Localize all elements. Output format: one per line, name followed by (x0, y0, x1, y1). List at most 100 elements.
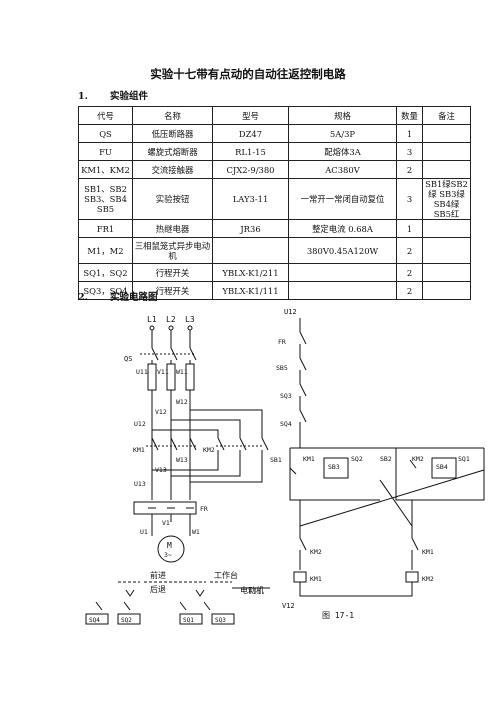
table-cell (422, 263, 471, 282)
header-note: 备注 (422, 106, 471, 125)
table-row: FR1 热继电器 JR36 整定电流 0.68A 1 (78, 219, 471, 238)
main-circuit: L1 L2 L3 QS U11 V11 W11 W12 V12 U12 KM1 … (124, 315, 269, 563)
fuse-u (147, 363, 157, 391)
table-cell: QS (78, 124, 133, 143)
circuit-diagram: L1 L2 L3 QS U11 V11 W11 W12 V12 U12 KM1 … (85, 308, 485, 625)
table-cell (212, 237, 289, 264)
label-u11: U11 (136, 368, 148, 376)
table-cell: 2 (396, 237, 423, 264)
table-cell: LAY3-11 (212, 178, 289, 220)
terminal-l1 (149, 325, 155, 331)
stop-limit-chain (299, 344, 307, 440)
table-header-row: 代号 名称 型号 规格 数量 备注 (78, 106, 471, 125)
table-cell: 1 (396, 124, 423, 143)
ctrl-km1-nc-label: KM1 (422, 548, 434, 556)
ctrl-sb5-label: SB5 (276, 364, 288, 372)
table-row: SQ1，SQ2 行程开关 YBLX-K1/211 2 (78, 263, 471, 282)
table-row: KM1、KM2 交流接触器 CJX2-9/380 AC380V 2 (78, 160, 471, 179)
ctrl-right-branch (395, 448, 485, 501)
table-cell: 实验按钮 (132, 178, 213, 220)
table-cell: 3 (396, 178, 423, 220)
table-cell (288, 281, 397, 300)
km2-interlock-branch (411, 500, 419, 570)
header-spec: 规格 (288, 106, 397, 125)
control-circuit: U12 FR SB5 SQ3 SQ4 SB1 KM1 SB3 SQ2 SB2 K… (270, 308, 485, 620)
motor-label: M (167, 541, 172, 550)
table-cell: M1，M2 (78, 237, 133, 264)
table-cell: 1 (396, 219, 423, 238)
ctrl-return-wire (299, 582, 413, 597)
section-heading-components: 1.实验组件 (78, 88, 148, 102)
km1-coil (293, 571, 307, 583)
motor-drive-label: 电动机 (240, 585, 264, 595)
table-cell: 配熔体3A (288, 142, 397, 161)
label-u12: U12 (134, 420, 146, 428)
label-u13: U13 (134, 480, 146, 488)
sq-crossover-wire-2 (379, 479, 413, 527)
table-cell: 螺旋式熔断器 (132, 142, 213, 161)
coil2-label: KM2 (422, 575, 434, 583)
ctrl-fr-label: FR (278, 338, 286, 346)
ctrl-km1-hold-label: KM1 (303, 455, 315, 463)
table-cell: 3 (396, 142, 423, 161)
ctrl-km2-hold-label: KM2 (412, 455, 424, 463)
label-w12: W12 (176, 398, 188, 406)
km2-main-contacts (217, 437, 269, 451)
lead-screw (232, 587, 270, 594)
label-w11: W11 (176, 368, 188, 376)
label-v12: V12 (155, 408, 167, 416)
table-cell (422, 281, 471, 300)
table-cell (288, 263, 397, 282)
worktable-diagram: 前进 后退 工作台 电动机 SQ4 SQ2 SQ1 SQ3 (85, 570, 270, 625)
terminal-l3 (187, 325, 193, 331)
limit-switch-levers (95, 601, 211, 611)
table-cell: 5A/3P (288, 124, 397, 143)
table-cell: SB1绿SB2绿 SB3绿SB4绿 SB5红 (422, 178, 471, 220)
section-label: 实验电路图 (110, 292, 158, 303)
table-cell (422, 160, 471, 179)
box-sq4-label: SQ4 (89, 617, 100, 624)
table-row: M1，M2 三相鼠笼式异步电动机 380V0.45A120W 2 (78, 237, 471, 264)
terminal-l2 (168, 325, 174, 331)
ctrl-sb2-label: SB2 (380, 455, 392, 463)
phase-label-l2: L2 (166, 315, 176, 324)
table-cell: 三相鼠笼式异步电动机 (132, 237, 213, 264)
phase-label-l3: L3 (185, 315, 195, 324)
header-name: 名称 (132, 106, 213, 125)
table-cell: 2 (396, 160, 423, 179)
section-number: 1. (78, 91, 88, 102)
table-cell: 热继电器 (132, 219, 213, 238)
box-sq3 (211, 613, 235, 625)
ctrl-sq2-label: SQ2 (351, 455, 363, 463)
ctrl-sq1-label: SQ1 (458, 455, 470, 463)
box-sq1-label: SQ1 (183, 617, 194, 624)
table-row: SB1、SB2 SB3、SB4 SB5 实验按钮 LAY3-11 一常开一常闭自… (78, 178, 471, 220)
box-sq2 (117, 613, 141, 625)
sb3-box (323, 457, 349, 479)
table-cell: 交流接触器 (132, 160, 213, 179)
table-cell (422, 237, 471, 264)
figure-caption: 图 17-1 (322, 611, 354, 620)
table-cell: FR1 (78, 219, 133, 238)
box-sq3-label: SQ3 (215, 617, 226, 624)
table-cell: YBLX-K1/111 (212, 281, 289, 300)
fr-nc-contact (299, 331, 307, 345)
ctrl-sb4-label: SB4 (436, 463, 448, 471)
section-heading-circuit: 2. 实验电路图 (78, 289, 158, 303)
table-cell: 380V0.45A120W (288, 237, 397, 264)
main-vertical-wires (151, 390, 191, 500)
box-sq4 (85, 613, 109, 625)
label-u1: U1 (140, 528, 148, 536)
limit-cams (125, 589, 205, 597)
ctrl-u12-label: U12 (284, 308, 297, 316)
table-cell (422, 142, 471, 161)
fr-main-label: FR (200, 505, 208, 513)
table-cell: FU (78, 142, 133, 161)
table-cell: SQ3，SQ4 (78, 281, 133, 300)
header-model: 型号 (212, 106, 289, 125)
ctrl-left-branch (289, 440, 380, 501)
table-cell: DZ47 (212, 124, 289, 143)
ctrl-sq3-label: SQ3 (280, 392, 292, 400)
section-number: 2. (78, 292, 88, 303)
coil1-label: KM1 (310, 575, 322, 583)
